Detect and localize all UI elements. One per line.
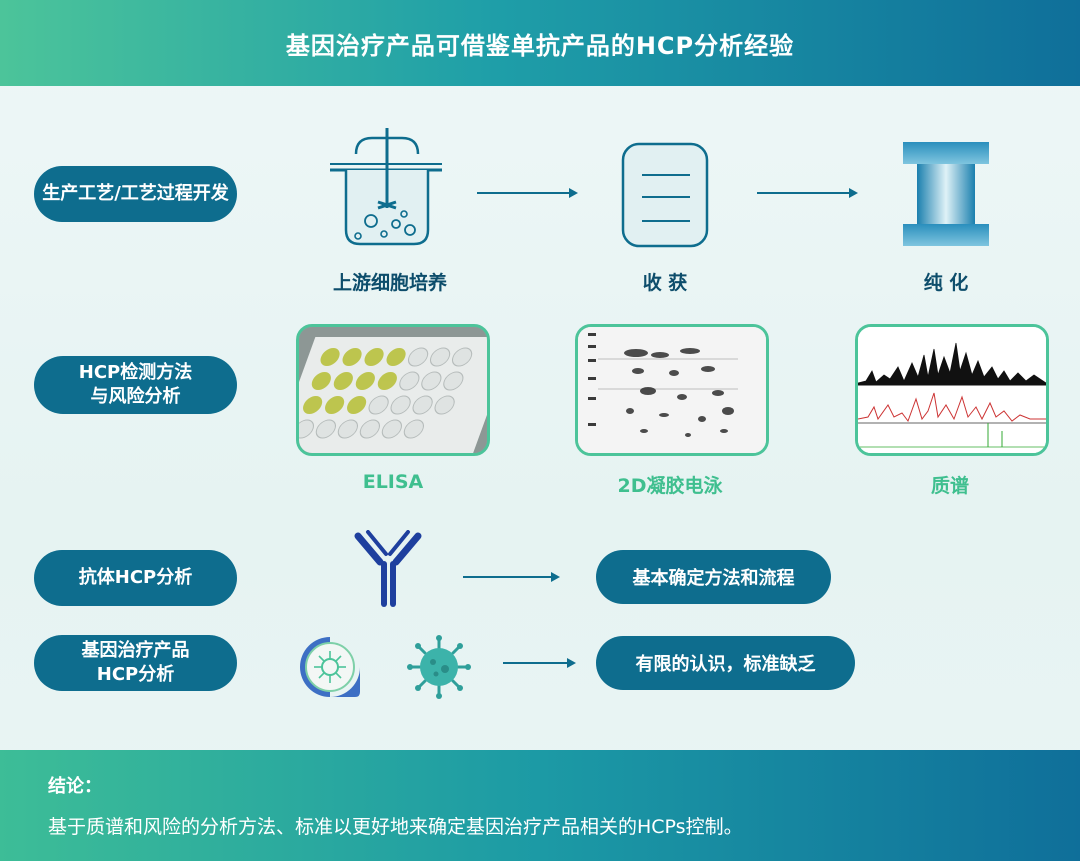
mass-spectrum-image (855, 324, 1049, 456)
step-upstream-caption: 上游细胞培养 (332, 272, 447, 294)
arrow-right-icon (503, 658, 576, 668)
method-elisa-caption: ELISA (362, 471, 424, 493)
harvest-bag-icon (621, 142, 709, 248)
gene-therapy-label-line1: 基因治疗产品 (81, 640, 190, 661)
hcp-method-label: HCP检测方法 与风险分析 (34, 356, 237, 414)
elisa-plate-image (296, 324, 490, 456)
virus-icon (407, 635, 471, 699)
method-2d-gel-caption: 2D凝胶电泳 (617, 475, 723, 497)
page-title: 基因治疗产品可借鉴单抗产品的HCP分析经验 (285, 31, 795, 60)
gene-therapy-label: 基因治疗产品 HCP分析 (34, 635, 237, 691)
hcp-method-label-line2: 与风险分析 (90, 386, 181, 407)
arrow-right-icon (757, 188, 858, 198)
process-label-text: 生产工艺/工艺过程开发 (42, 183, 229, 204)
antibody-label: 抗体HCP分析 (34, 550, 237, 606)
bioreactor-icon (330, 128, 442, 246)
conclusion-footer: 结论： 基于质谱和风险的分析方法、标准以更好地来确定基因治疗产品相关的HCPs控… (0, 750, 1080, 861)
arrow-right-icon (477, 188, 578, 198)
gene-therapy-label-line2: HCP分析 (96, 664, 175, 685)
2d-gel-image (575, 324, 769, 456)
arrow-right-icon (463, 572, 560, 582)
purification-column-icon (903, 142, 989, 246)
header-banner: 基因治疗产品可借鉴单抗产品的HCP分析经验 (0, 0, 1080, 86)
antibody-result: 基本确定方法和流程 (596, 550, 831, 604)
gene-therapy-result: 有限的认识，标准缺乏 (596, 636, 855, 690)
antibody-label-text: 抗体HCP分析 (78, 567, 193, 588)
hcp-method-label-line1: HCP检测方法 (78, 362, 193, 383)
method-ms-caption: 质谱 (930, 475, 969, 497)
process-label: 生产工艺/工艺过程开发 (34, 166, 237, 222)
conclusion-title: 结论： (48, 776, 102, 797)
step-harvest-caption: 收 获 (642, 272, 688, 294)
antibody-icon (354, 530, 422, 607)
conclusion-body: 基于质谱和风险的分析方法、标准以更好地来确定基因治疗产品相关的HCPs控制。 (48, 816, 743, 838)
cell-icon (300, 637, 360, 697)
step-purification-caption: 纯 化 (923, 272, 969, 294)
